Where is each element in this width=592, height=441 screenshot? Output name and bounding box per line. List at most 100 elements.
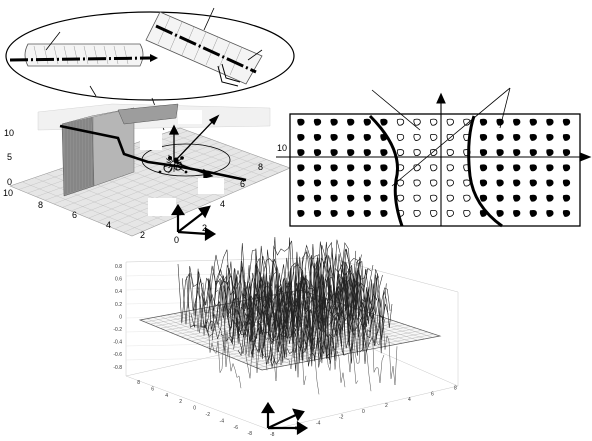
terrain-grid-line <box>105 159 267 226</box>
terrain-x-tick: 4 <box>220 199 225 209</box>
lattice-filled-site <box>546 118 554 126</box>
right-rod-axis <box>155 24 257 74</box>
surface-z-tick: -0.4 <box>113 340 122 346</box>
lattice-filled-site <box>529 149 537 157</box>
surface-x-tick: -8 <box>270 432 275 438</box>
lattice-filled-site <box>529 164 537 172</box>
lattice-filled-site <box>513 164 521 172</box>
surface-z-tick: 0 <box>119 314 122 320</box>
surface-spike-line <box>278 289 320 395</box>
lattice-open-site <box>446 149 454 157</box>
surface-x-tick: 8 <box>454 386 457 392</box>
surface-spike-line <box>291 283 333 371</box>
lattice-open-site <box>413 118 421 126</box>
surface-spike-line <box>343 262 385 383</box>
lattice-filled-site <box>479 179 488 187</box>
lattice-boundary-left <box>368 114 404 227</box>
lattice-filled-site <box>297 179 305 187</box>
lattice-filled-site <box>347 179 355 187</box>
terrain-label-box <box>140 132 162 150</box>
lattice-open-site <box>413 179 421 187</box>
surface-spike-line <box>226 268 268 373</box>
lattice-filled-site <box>347 194 355 202</box>
lattice-filled-site <box>363 194 371 202</box>
lattice-open-site <box>396 133 405 141</box>
lattice-filled-site <box>347 118 355 126</box>
lattice-filled-site <box>313 133 322 141</box>
surface-z-tick: 0.2 <box>115 302 122 308</box>
lattice-filled-site <box>513 194 521 202</box>
lattice-filled-site <box>562 133 571 141</box>
lattice-open-site <box>413 194 421 202</box>
surface-x-tick: 2 <box>385 403 388 409</box>
lattice-filled-site <box>297 149 305 157</box>
lattice-open-site <box>446 179 454 187</box>
terrain-y-tick: 8 <box>38 200 43 210</box>
surface-spike-line <box>356 267 398 386</box>
surface-y-tick: 2 <box>179 399 182 405</box>
lattice-filled-site <box>546 149 554 157</box>
surface-y-tick: 6 <box>151 386 154 392</box>
surface-spike-line <box>263 278 391 368</box>
lattice-filled-site <box>297 118 305 126</box>
right-rod <box>145 11 263 87</box>
surface-spike-line <box>182 241 355 328</box>
surface-spike-line <box>330 274 372 392</box>
lattice-axes <box>276 92 592 226</box>
burst-ray <box>166 158 173 163</box>
lattice-open-site <box>463 194 471 202</box>
lattice-filled-site <box>330 133 338 141</box>
lattice-filled-site <box>496 209 504 217</box>
surface-x-tick: 6 <box>431 391 434 397</box>
terrain-y-tick: 6 <box>72 210 77 220</box>
lattice-filled-site <box>313 149 322 157</box>
surface-y-tick: 4 <box>165 393 168 399</box>
lattice-open-site <box>430 133 438 141</box>
lattice-filled-site <box>363 164 371 172</box>
terrain-y-tick: 10 <box>3 188 13 198</box>
terrain-grid-line <box>167 131 279 174</box>
lattice-filled-site <box>330 209 338 217</box>
lattice-filled-site <box>363 118 371 126</box>
surface-spike-line <box>200 278 242 389</box>
lattice-open-site <box>446 118 454 126</box>
surface-spike-line <box>317 268 359 385</box>
terrain-label-box <box>198 178 224 194</box>
lattice-filled-site <box>496 194 504 202</box>
lattice-filled-site <box>529 209 537 217</box>
burst-ray <box>175 165 185 172</box>
lattice-open-site <box>413 133 421 141</box>
lattice-filled-site <box>529 118 537 126</box>
terrain-y-tick: 2 <box>140 230 145 240</box>
lattice-filled-site <box>479 194 488 202</box>
burst-ray <box>166 161 172 164</box>
lattice-filled-site <box>513 133 521 141</box>
surface-x-tick: 0 <box>362 409 365 415</box>
lattice-open-site <box>430 149 438 157</box>
lattice-filled-site <box>496 179 504 187</box>
lattice-filled-site <box>546 179 554 187</box>
lattice-open-site <box>446 194 454 202</box>
surface-coordinate-glyph <box>261 401 309 435</box>
lattice-filled-site <box>380 164 388 172</box>
lattice-open-site <box>430 118 438 126</box>
lattice-filled-site <box>347 164 355 172</box>
surface-plane-line <box>256 333 435 369</box>
lattice-filled-site <box>496 149 504 157</box>
terrain-coordinate-glyph <box>171 203 217 241</box>
terrain-grid-line <box>131 144 245 188</box>
lattice-filled-site <box>313 179 322 187</box>
lattice-filled-site <box>363 179 371 187</box>
surface-spike-line <box>267 276 393 367</box>
lattice-filled-site <box>513 118 521 126</box>
lattice-open-site <box>413 209 421 217</box>
burst-ray <box>174 165 178 170</box>
lattice-filled-site <box>496 133 504 141</box>
lattice-open-site <box>463 209 471 217</box>
lattice-filled-site <box>562 164 571 172</box>
surface-y-tick: -4 <box>220 418 225 424</box>
terrain-grid-line <box>79 150 243 215</box>
lattice-filled-site <box>297 133 305 141</box>
surface-spike-line <box>265 282 307 385</box>
